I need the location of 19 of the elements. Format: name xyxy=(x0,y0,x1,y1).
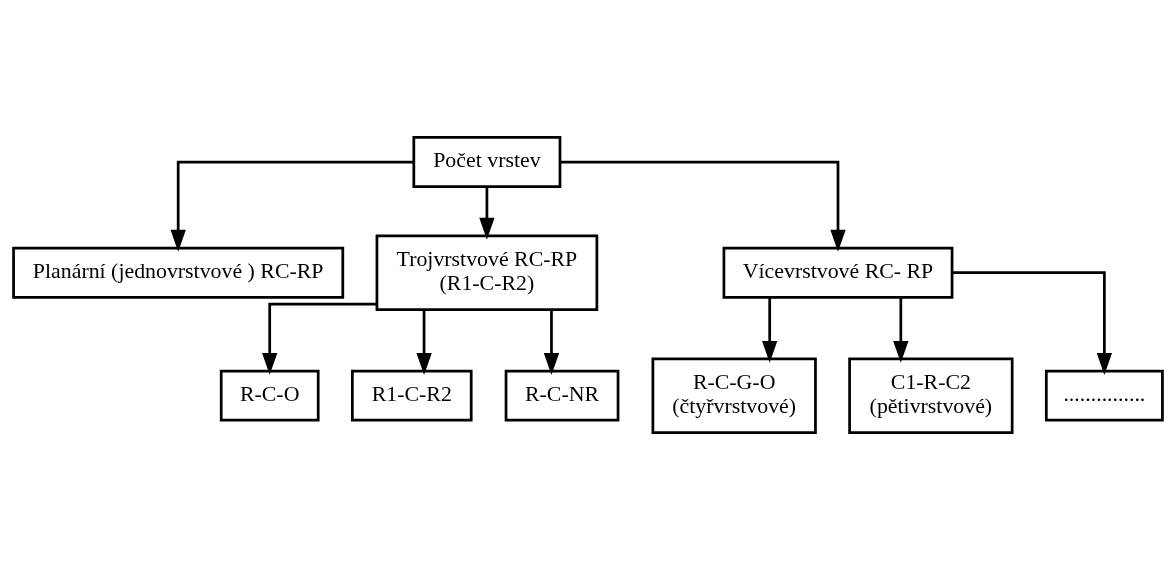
node-box: R-C-O xyxy=(219,369,320,422)
arrow xyxy=(893,297,909,363)
arrow xyxy=(262,302,377,375)
node-box: Planární (jednovrstvové ) RC-RP xyxy=(12,246,345,299)
arrow xyxy=(416,309,432,375)
node-box: C1-R-C2 (pětivrstvové) xyxy=(848,356,1014,434)
node-box: ............... xyxy=(1044,369,1164,422)
node-box: Trojvrstvové RC-RP (R1-C-R2) xyxy=(375,233,599,311)
arrow xyxy=(560,160,846,252)
node-box: Vícevrstvové RC- RP xyxy=(722,246,954,299)
arrow xyxy=(479,186,495,240)
arrow xyxy=(543,309,560,375)
arrow xyxy=(952,270,1113,375)
node-box: Počet vrstev xyxy=(412,135,562,188)
node-box: R-C-G-O (čtyřvrstvové) xyxy=(651,356,817,434)
node-box: R1-C-R2 xyxy=(351,369,473,422)
arrow xyxy=(762,297,778,363)
node-box: R-C-NR xyxy=(504,369,620,422)
arrow xyxy=(170,160,414,252)
